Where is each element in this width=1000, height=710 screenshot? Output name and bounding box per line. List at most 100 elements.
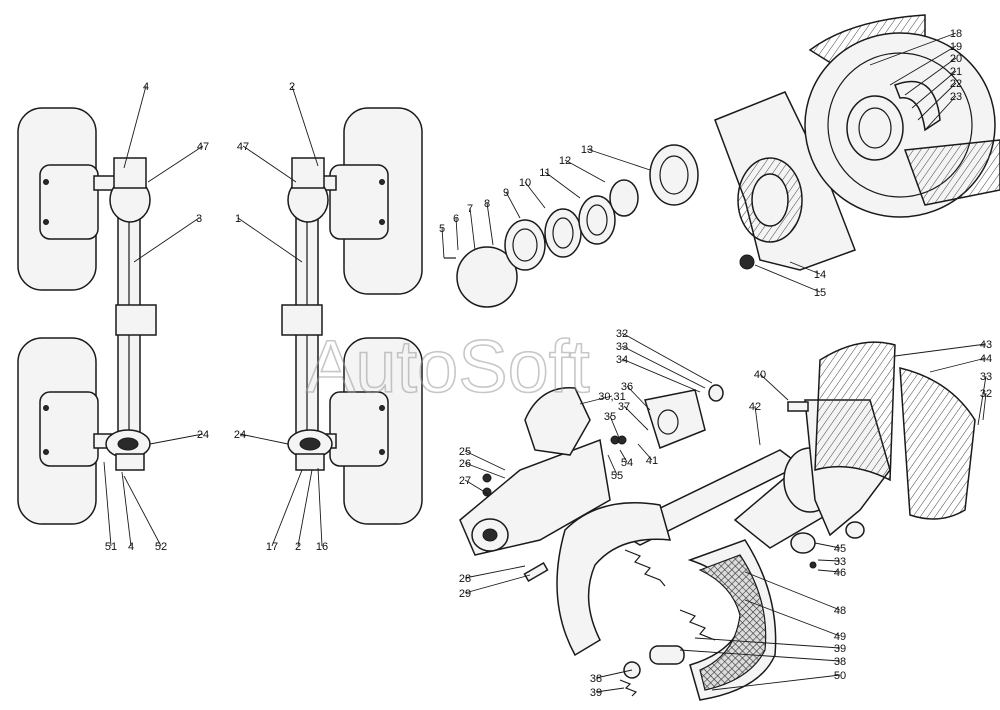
leader-line — [789, 261, 821, 275]
leader-line — [754, 264, 821, 293]
part-label: 17 — [266, 541, 278, 553]
part-label: 24 — [197, 429, 209, 441]
leader-lines — [103, 32, 987, 693]
part-label: 14 — [814, 269, 826, 281]
part-label: 21 — [950, 66, 962, 78]
leader-line — [455, 217, 459, 251]
leader-line — [929, 357, 987, 373]
part-label: 37 — [618, 401, 630, 413]
part-label: 9 — [503, 187, 509, 199]
part-label: 27 — [459, 475, 471, 487]
leader-line — [814, 542, 841, 549]
leader-line — [626, 385, 651, 411]
part-label: 4 — [128, 541, 134, 553]
part-label: 32 — [616, 328, 628, 340]
part-label: 38 — [590, 673, 602, 685]
leader-line — [103, 461, 112, 547]
dust-shield — [814, 341, 896, 482]
leader-line — [982, 392, 987, 421]
leader-line — [911, 70, 957, 109]
part-label: 3 — [196, 213, 202, 225]
leader-line — [123, 85, 147, 169]
brake-chamber — [524, 387, 591, 456]
hub-rear-left — [39, 391, 99, 467]
brake-shoe-upper — [556, 502, 672, 657]
bearing — [649, 144, 699, 206]
part-label: 38 — [834, 656, 846, 668]
hub-rear-right — [329, 391, 389, 467]
brake-exploded-view — [459, 341, 976, 701]
leader-line — [637, 443, 653, 461]
hub-front-left — [39, 164, 99, 240]
leader-line — [609, 415, 621, 441]
anchor-pin — [649, 645, 685, 665]
part-label: 30,31 — [598, 391, 626, 403]
leader-line — [595, 687, 625, 693]
slack-adjuster — [644, 389, 706, 449]
part-label: 33 — [980, 371, 992, 383]
leader-line — [464, 479, 489, 495]
leader-line — [291, 85, 319, 167]
watermark-text: AutoSoft — [306, 325, 590, 408]
dust-shield-cover — [899, 367, 976, 520]
leader-line — [317, 467, 323, 547]
part-label: 7 — [467, 203, 473, 215]
part-label: 2 — [295, 541, 301, 553]
part-label: 18 — [950, 28, 962, 40]
leader-line — [123, 475, 162, 547]
part-label: 23 — [950, 91, 962, 103]
wheel-nut — [739, 254, 755, 270]
leader-line — [977, 375, 987, 426]
left-axle-assembly — [17, 107, 157, 525]
leader-line — [694, 637, 841, 649]
part-label: 49 — [834, 631, 846, 643]
part-label: 19 — [950, 41, 962, 53]
part-label: 33 — [616, 341, 628, 353]
leader-line — [586, 148, 651, 171]
part-label: 47 — [237, 141, 249, 153]
leader-line — [441, 227, 445, 259]
hub-cap — [456, 246, 518, 308]
leader-line — [271, 469, 303, 547]
leader-line — [744, 571, 841, 611]
leader-line — [904, 57, 957, 96]
lock-washer — [578, 195, 616, 245]
tie-rod-clamp-right — [281, 304, 323, 336]
brake-lining — [698, 554, 767, 691]
part-label: 1 — [235, 213, 241, 225]
leader-line — [505, 191, 521, 219]
hub-nut — [609, 179, 639, 217]
part-label: 11 — [539, 167, 550, 179]
leader-line — [619, 449, 628, 463]
leader-line — [607, 454, 618, 476]
leader-line — [924, 95, 957, 131]
part-label: 39 — [834, 643, 846, 655]
leader-line — [121, 471, 132, 547]
part-label: 26 — [459, 458, 471, 470]
leader-line — [239, 433, 289, 445]
part-label: 2 — [289, 81, 295, 93]
part-label: 6 — [453, 213, 459, 225]
part-label: 15 — [814, 287, 826, 299]
part-label: 55 — [611, 470, 623, 482]
part-label: 29 — [459, 588, 471, 600]
leader-line — [469, 207, 476, 251]
part-label: 46 — [834, 567, 846, 579]
part-label: 25 — [459, 446, 471, 458]
leader-line — [237, 217, 303, 263]
leader-line — [621, 332, 713, 384]
part-label: 34 — [616, 354, 628, 366]
part-label: 43 — [980, 339, 992, 351]
part-label: 24 — [234, 429, 246, 441]
leader-line — [817, 559, 841, 562]
part-label: 36 — [621, 381, 633, 393]
leader-line — [817, 569, 841, 573]
hub-exploded-view — [444, 14, 1000, 308]
leader-line — [133, 217, 200, 263]
part-label: 16 — [316, 541, 328, 553]
leader-line — [464, 462, 506, 479]
leader-line — [754, 405, 761, 446]
gasket-ring — [504, 219, 546, 271]
